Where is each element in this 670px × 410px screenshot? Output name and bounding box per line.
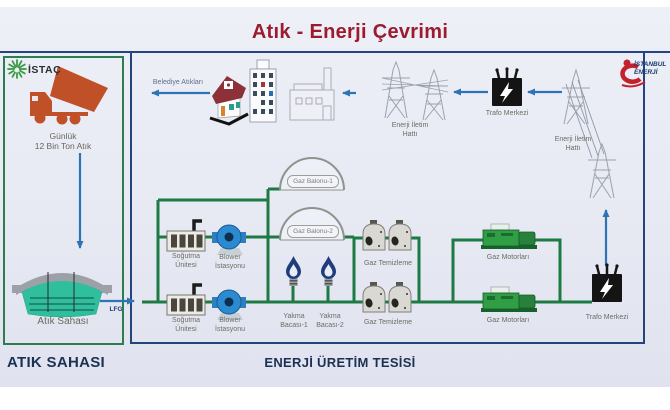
gas-balloon-1-icon <box>279 157 345 191</box>
flare-1-label: Yakma Bacası-1 <box>276 312 312 330</box>
daily-tonnage-label: Günlük 12 Bin Ton Atık <box>8 131 118 151</box>
istanbul-enerji-line2: ENERJİ <box>634 68 658 76</box>
cooling1-line2: Ünitesi <box>175 262 197 269</box>
transmission-left-line2: Hattı <box>402 131 418 138</box>
transmission-left-label: Enerji İletim Hattı <box>375 121 445 139</box>
flare-2-label: Yakma Bacası-2 <box>312 312 348 330</box>
plant-section-label: ENERJİ ÜRETİM TESİSİ <box>264 355 416 370</box>
transmission-right-line1: Enerji İletim <box>554 136 592 143</box>
flare-stack-1-icon <box>286 256 301 286</box>
blower2-line1: Blower <box>219 317 241 324</box>
municipal-waste-label: Belediye Atıkları <box>152 79 204 86</box>
transmission-right-line2: Hattı <box>565 145 581 152</box>
flare-stack-2-icon <box>321 256 336 286</box>
cooling-unit-2-icon <box>166 283 206 316</box>
gas-balloon-2-label: Gaz Balonu-2 <box>287 225 339 238</box>
transformer-top-icon <box>492 67 522 106</box>
cooling-unit-1-icon <box>166 219 206 252</box>
cooling2-line1: Soğutma <box>171 317 201 324</box>
istac-logo-text: İSTAÇ <box>28 64 62 76</box>
gas-engine-lower-icon <box>481 286 537 312</box>
istanbul-enerji-line1: İSTANBUL <box>634 61 667 68</box>
blower1-line1: Blower <box>219 254 241 261</box>
apartment-building-icon <box>249 59 277 123</box>
factory-icon <box>289 67 335 121</box>
gas-balloon-1-label: Gaz Balonu-1 <box>287 175 339 188</box>
house-icon <box>209 76 249 126</box>
cooling2-line2: Ünitesi <box>175 326 197 333</box>
transmission-towers-right-icon <box>562 68 616 199</box>
waste-site-frame <box>3 56 124 345</box>
daily-line1: Günlük <box>49 131 77 141</box>
page-title: Atık - Enerji Çevrimi <box>251 21 449 43</box>
istanbul-enerji-logo-icon <box>620 59 646 88</box>
flare1-line2: Bacası-1 <box>280 322 308 329</box>
lfg-label: LFG <box>109 306 123 313</box>
daily-line2: 12 Bin Ton Atık <box>34 141 92 151</box>
blower-station-2-icon <box>212 289 246 320</box>
gas-balloon-2-icon <box>279 207 345 241</box>
gas-cleaning-lower-label: Gaz Temizleme <box>363 319 413 326</box>
transmission-left-line1: Enerji İletim <box>391 122 429 129</box>
cooling-unit-2-label: Soğutma Ünitesi <box>159 316 213 334</box>
transformer-top-label: Trafo Merkezi <box>485 110 529 117</box>
blower-station-1-icon <box>212 224 246 255</box>
blower-1-label: Blower İstasyonu <box>201 253 259 271</box>
istac-logo-icon <box>7 59 27 79</box>
waste-site-section-label: ATIK SAHASI <box>6 354 106 371</box>
landfill-icon <box>12 272 112 318</box>
flare2-line1: Yakma <box>319 313 341 320</box>
gas-engines-lower-label: Gaz Motorları <box>486 317 530 324</box>
transmission-right-label: Enerji İletim Hattı <box>538 135 608 153</box>
transmission-towers-left-icon <box>381 60 449 121</box>
gas-cleaning-lower-icon <box>362 282 412 313</box>
gas-engines-upper-label: Gaz Motorları <box>486 254 530 261</box>
dump-truck-icon <box>30 66 108 125</box>
flow-arrows <box>76 88 610 305</box>
diagram-board <box>0 7 670 387</box>
gas-cleaning-upper-label: Gaz Temizleme <box>363 260 413 267</box>
istanbul-enerji-logo-text: İSTANBUL ENERJİ <box>634 61 666 76</box>
flare1-line1: Yakma <box>283 313 305 320</box>
cooling1-line1: Soğutma <box>171 253 201 260</box>
cooling-unit-1-label: Soğutma Ünitesi <box>159 252 213 270</box>
blower2-line2: İstasyonu <box>215 326 245 333</box>
transformer-bottom-icon <box>592 263 622 302</box>
blower1-line2: İstasyonu <box>215 263 245 270</box>
blower-2-label: Blower İstasyonu <box>201 316 259 334</box>
landfill-label: Atık Sahası <box>37 316 89 327</box>
transformer-bottom-label: Trafo Merkezi <box>585 314 629 321</box>
power-plant-frame <box>130 51 645 344</box>
flare2-line2: Bacası-2 <box>316 322 344 329</box>
gas-cleaning-upper-icon <box>362 220 412 251</box>
gas-engine-upper-icon <box>481 223 537 249</box>
